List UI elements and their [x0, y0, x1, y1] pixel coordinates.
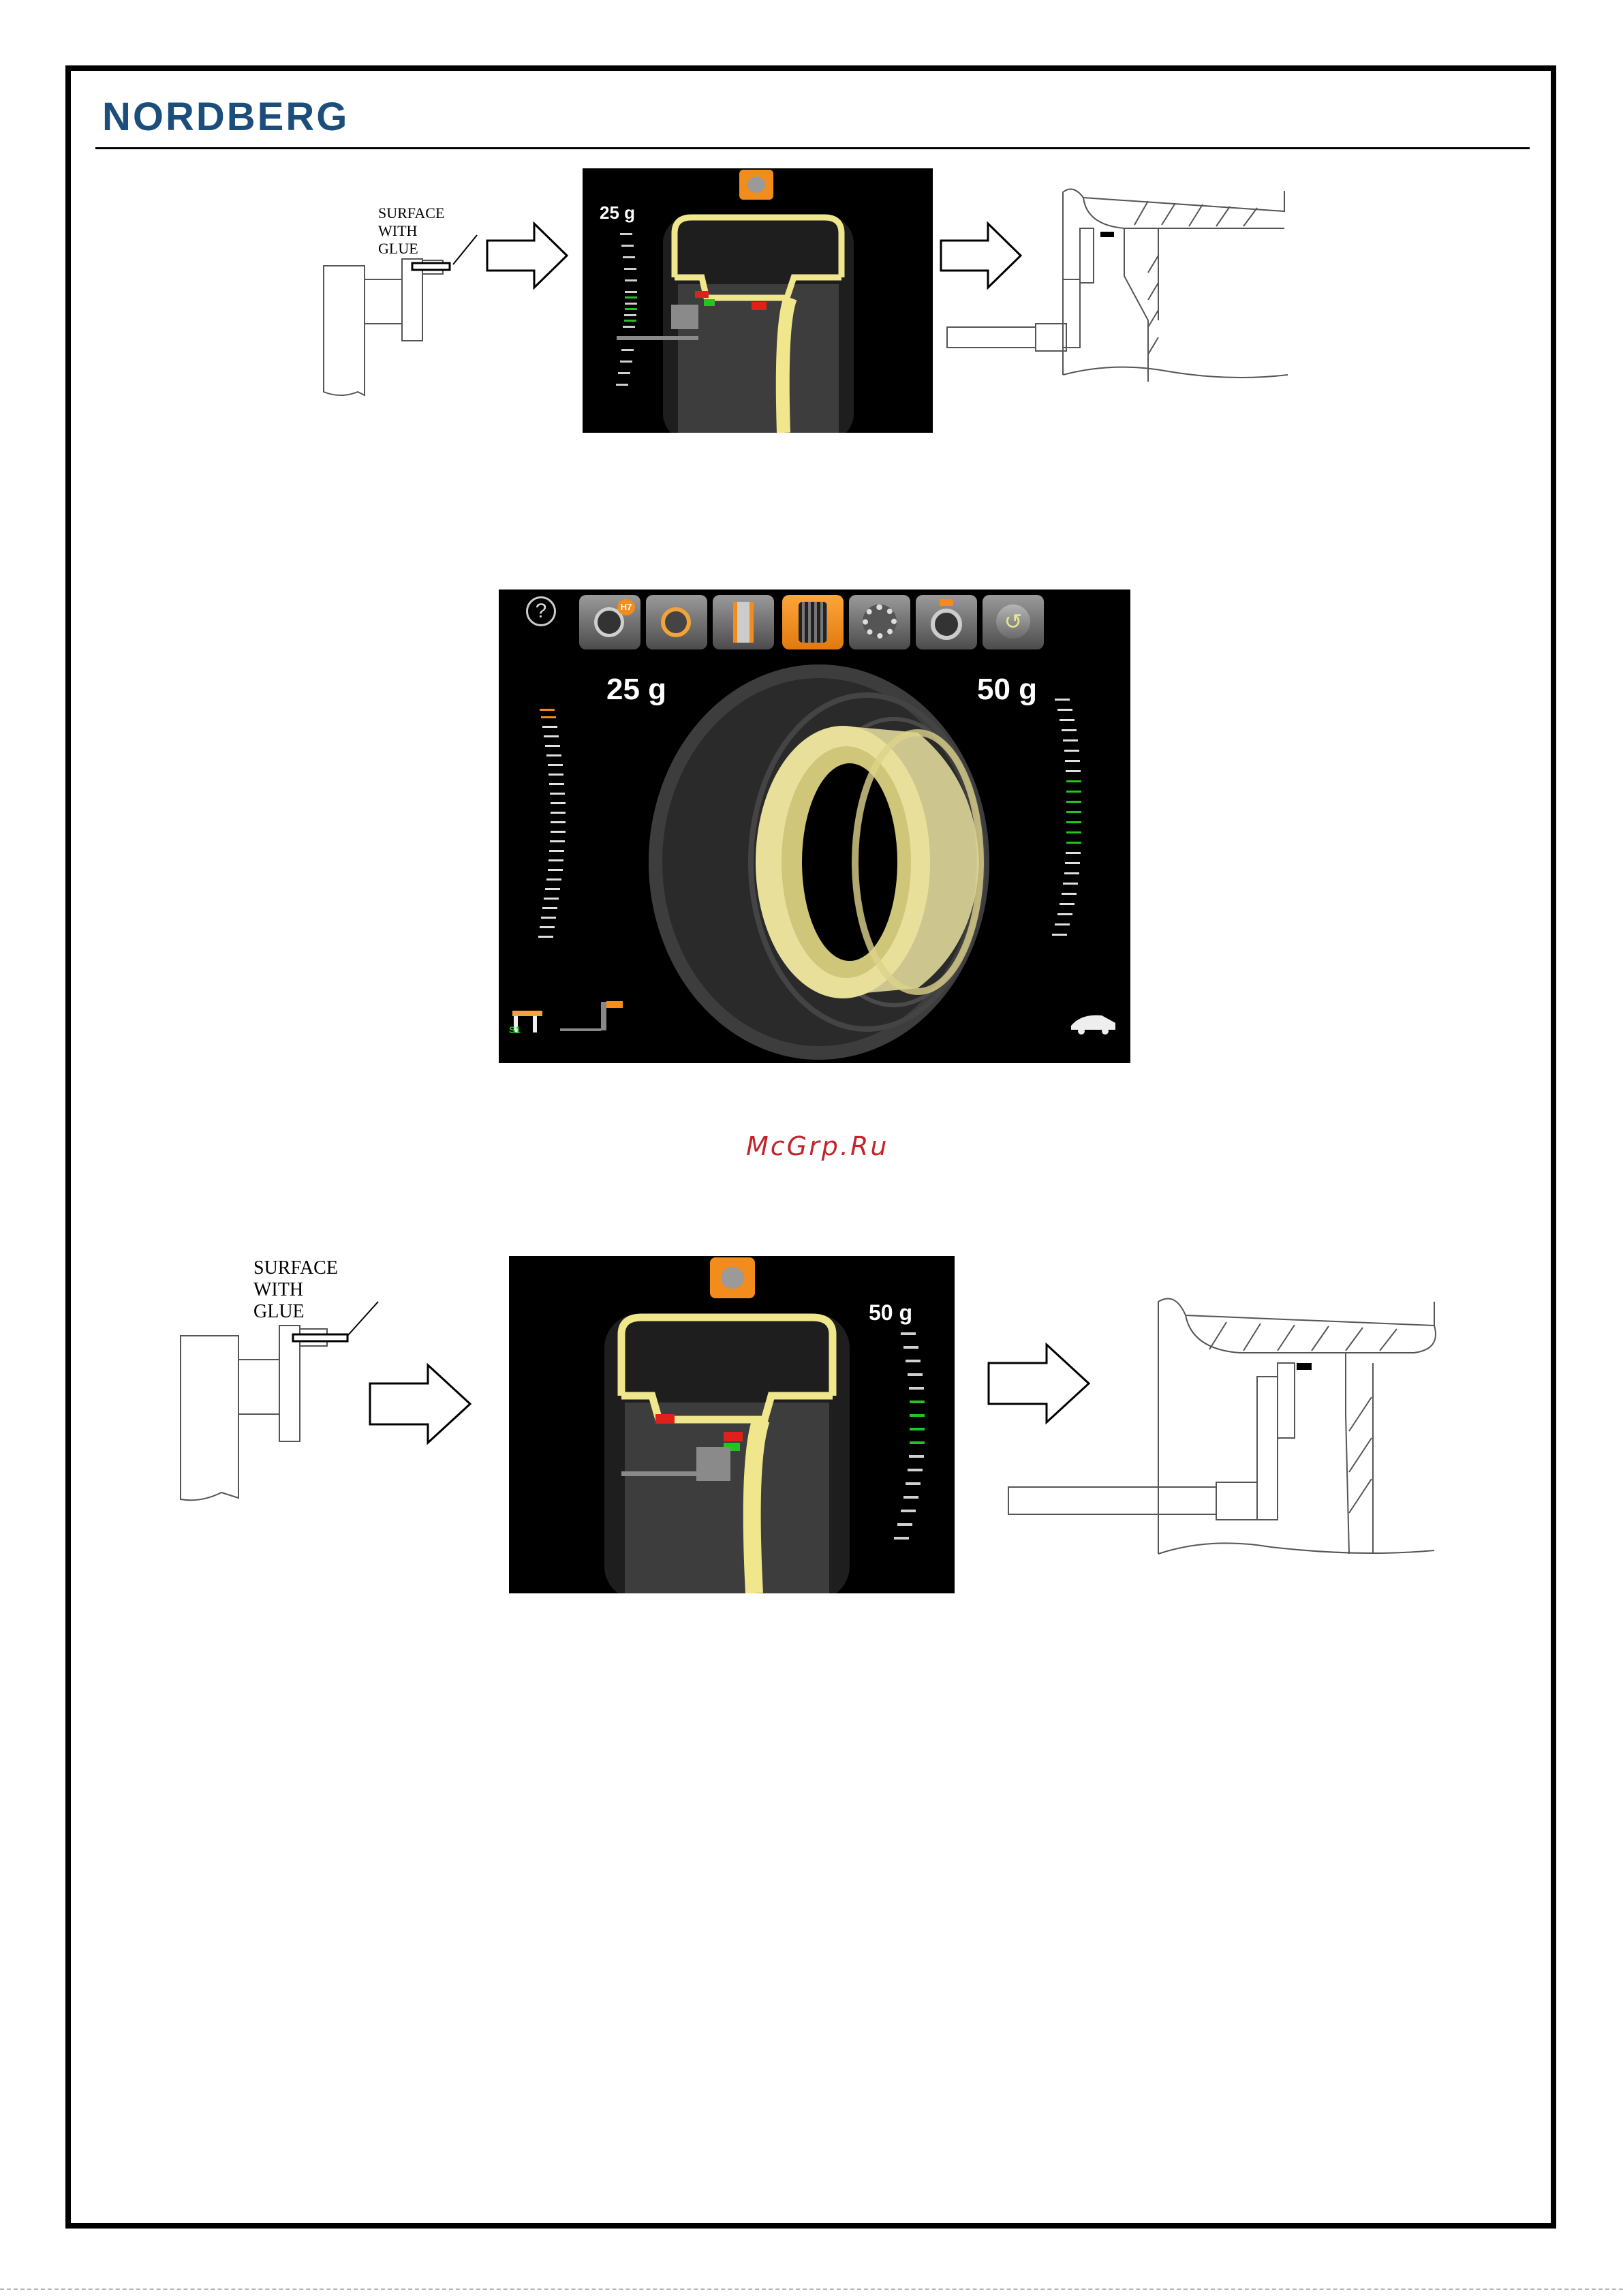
balancer-screen-top: 25 g	[583, 168, 933, 433]
tyre-section-graphic	[509, 1256, 955, 1593]
watermark: McGrp.Ru	[746, 1131, 888, 1161]
rim-section-sketch	[944, 184, 1298, 402]
glue-label-bottom: SURFACE WITH GLUE	[253, 1257, 338, 1323]
glue-label-top: SURFACE WITH GLUE	[378, 204, 444, 258]
arrow-right-icon	[368, 1363, 474, 1445]
page-bottom-edge	[0, 2289, 1623, 2290]
balancer-main-screen: ? H7 ↺ 25 g 50 g	[499, 590, 1130, 1063]
balancer-screen-bottom: 50 g	[509, 1256, 955, 1593]
brand-logo: NORDBERG	[102, 94, 349, 140]
header-divider	[95, 147, 1530, 149]
rim-section-sketch	[1005, 1295, 1441, 1567]
arrow-right-icon	[485, 221, 570, 290]
position-label: S1	[509, 1024, 521, 1035]
tyre-section-graphic	[583, 168, 933, 433]
tyre-3d-graphic	[499, 590, 1130, 1063]
